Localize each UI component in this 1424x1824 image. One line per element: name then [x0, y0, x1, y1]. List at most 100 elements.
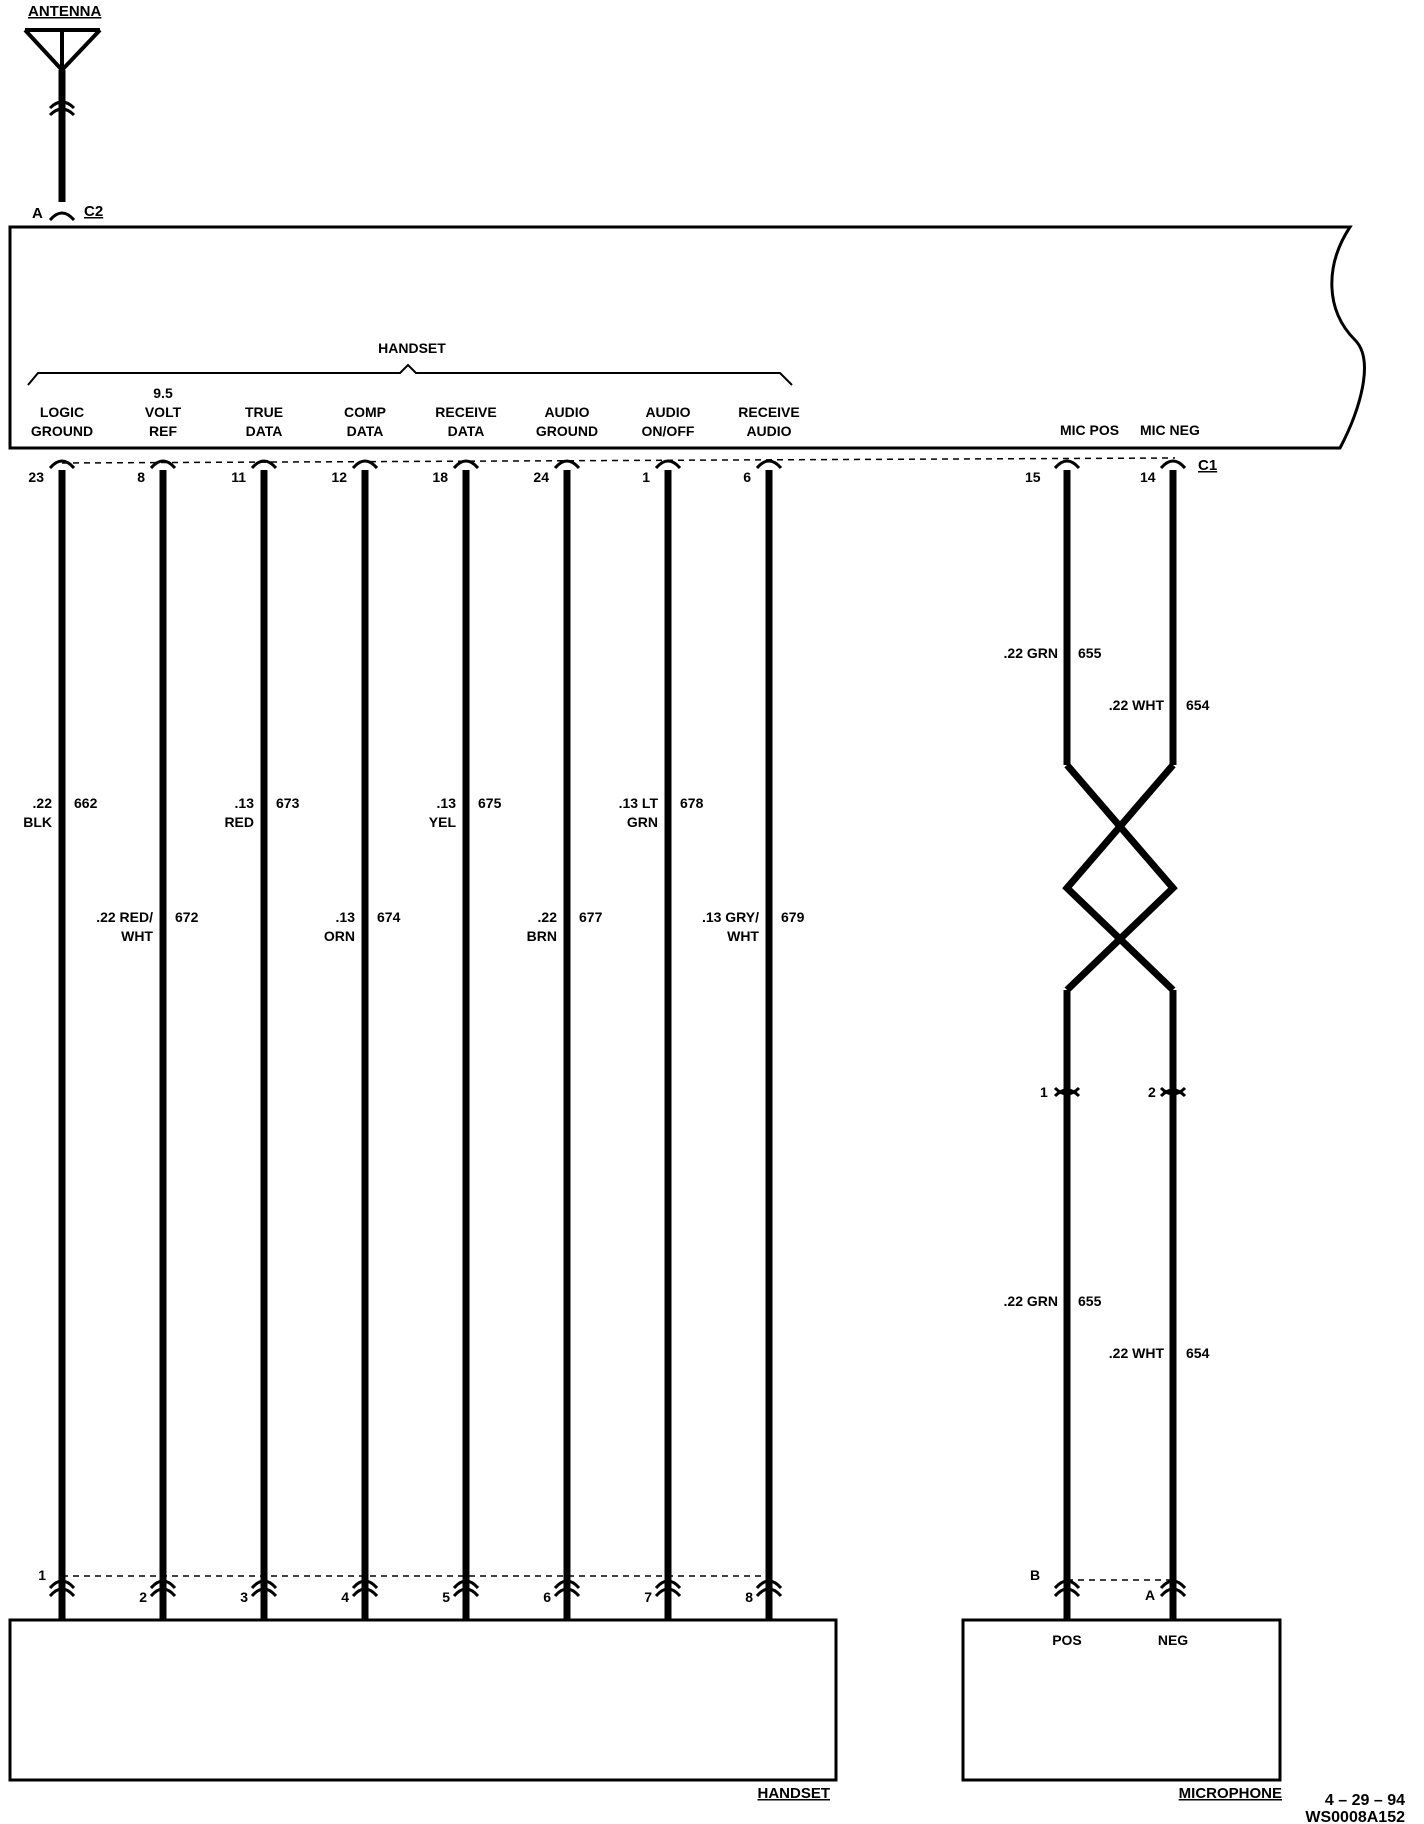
handset-pin: 1: [38, 1567, 46, 1583]
mic-neg-label: MIC NEG: [1140, 422, 1200, 438]
c2-connector-symbol: [48, 211, 76, 222]
mic-pos-circuit-lower: 655: [1078, 1293, 1102, 1309]
terminal-connector-symbol: [654, 459, 682, 470]
wire-color-label: .22 RED/: [96, 909, 153, 925]
mic-wires: .22 GRN 655 .22 WHT 654 1 2 .22 GRN 655 …: [1004, 470, 1210, 1620]
terminal-connector-symbol: [48, 459, 76, 470]
terminal-label-line: DATA: [347, 423, 384, 439]
handset-pin: 5: [442, 1589, 450, 1605]
handset-connector-symbol: [149, 1579, 177, 1590]
mic-pos-pin: 15: [1025, 469, 1041, 485]
handset-connector-symbol: [48, 1579, 76, 1590]
terminal-pin: 11: [231, 469, 246, 485]
wire-color-label: .13: [336, 909, 356, 925]
mic-pos-label: MIC POS: [1060, 422, 1119, 438]
mic-twist-b: [1062, 762, 1176, 993]
handset-bracket: [27, 363, 793, 386]
terminal-label-line: AUDIO: [746, 423, 791, 439]
terminal-label-line: LOGIC: [40, 404, 84, 420]
handset-connector-symbol: [351, 1579, 379, 1590]
footer-code: WS0008A152: [1305, 1809, 1405, 1824]
wire-circuit-number: 678: [680, 795, 704, 811]
antenna: ANTENNA A C2: [23, 3, 103, 222]
handset-connector-symbol: [452, 1579, 480, 1590]
terminal-label-line: DATA: [448, 423, 485, 439]
footer-date: 4 – 29 – 94: [1325, 1792, 1405, 1809]
microphone-box: [961, 1618, 1282, 1782]
handset-pin: 6: [543, 1589, 551, 1605]
terminal-pin: 1: [642, 469, 650, 485]
terminal-label-line: COMP: [344, 404, 386, 420]
terminal-label-line: RECEIVE: [435, 404, 496, 420]
mic-pos-wire-label-lower: .22 GRN: [1004, 1293, 1058, 1309]
terminal-pin: 12: [331, 469, 347, 485]
wire-circuit-number: 673: [276, 795, 300, 811]
mic-pos-circuit-upper: 655: [1078, 645, 1102, 661]
wire-circuit-number: 675: [478, 795, 502, 811]
wire-color-label: YEL: [429, 814, 457, 830]
terminal-label-line: DATA: [246, 423, 283, 439]
mic-neg-pin: 14: [1140, 469, 1156, 485]
wire-color-label: .22: [538, 909, 558, 925]
handset-connector-symbol: [755, 1579, 783, 1590]
c1-label: C1: [1198, 457, 1217, 474]
terminal-label-line: AUDIO: [645, 404, 690, 420]
wire-circuit-number: 674: [377, 909, 401, 925]
terminal-pin: 6: [743, 469, 751, 485]
wire-color-label: .13 GRY/: [702, 909, 759, 925]
mic-neg-wire-label-lower: .22 WHT: [1109, 1345, 1165, 1361]
wire-circuit-number: 679: [781, 909, 805, 925]
terminal-label-line: ON/OFF: [642, 423, 695, 439]
wire-color-label: BLK: [23, 814, 52, 830]
terminal-pin: 23: [28, 469, 44, 485]
wire-circuit-number: 672: [175, 909, 199, 925]
terminal-connector-symbol: [452, 459, 480, 470]
handset-pin: 8: [745, 1589, 753, 1605]
terminal-label-line: GROUND: [536, 423, 598, 439]
wire-color-label: .13: [437, 795, 457, 811]
mic-neg-circuit-upper: 654: [1186, 697, 1210, 713]
terminal-connector-symbol: [149, 459, 177, 470]
mic-neg-circuit-lower: 654: [1186, 1345, 1210, 1361]
handset-pin: 2: [139, 1589, 147, 1605]
mic-twist-a: [1064, 762, 1178, 993]
terminal-label-line: AUDIO: [544, 404, 589, 420]
wire-color-label: .13: [235, 795, 255, 811]
handset-connector-symbol: [250, 1579, 278, 1590]
wire-color-label: BRN: [527, 928, 557, 944]
terminal-label-line: VOLT: [145, 404, 182, 420]
terminal-label-line: GROUND: [31, 423, 93, 439]
wire-color-label: .22: [33, 795, 53, 811]
mic-neg-inline-connector: [1159, 1086, 1187, 1096]
wire-color-label: WHT: [121, 928, 153, 944]
handset-bracket-label: HANDSET: [378, 340, 446, 356]
mic-neg-wire-label-upper: .22 WHT: [1109, 697, 1165, 713]
microphone-connector: B A: [1030, 1567, 1187, 1603]
mic-pos-terminal: MIC POS 15: [1025, 422, 1119, 485]
handset-pin: 4: [341, 1589, 349, 1605]
terminal-label-line: RECEIVE: [738, 404, 799, 420]
terminal-connector-symbol: [250, 459, 278, 470]
terminal-label-line: 9.5: [153, 385, 173, 401]
microphone-pin-a: A: [1145, 1587, 1155, 1603]
handset-connector-symbol: [553, 1579, 581, 1590]
terminal-connector-symbol: [351, 459, 379, 470]
mic-neg-terminal: MIC NEG 14: [1140, 422, 1200, 485]
microphone-box-label: MICROPHONE: [1179, 1785, 1282, 1802]
terminal-pin: 18: [432, 469, 448, 485]
wire-circuit-number: 677: [579, 909, 603, 925]
wire-color-label: RED: [224, 814, 254, 830]
antenna-inline-connector: [48, 100, 76, 110]
mic-pos-wire-label-upper: .22 GRN: [1004, 645, 1058, 661]
mic-pos-inline-connector: [1053, 1086, 1081, 1096]
handset-pin: 7: [644, 1589, 652, 1605]
